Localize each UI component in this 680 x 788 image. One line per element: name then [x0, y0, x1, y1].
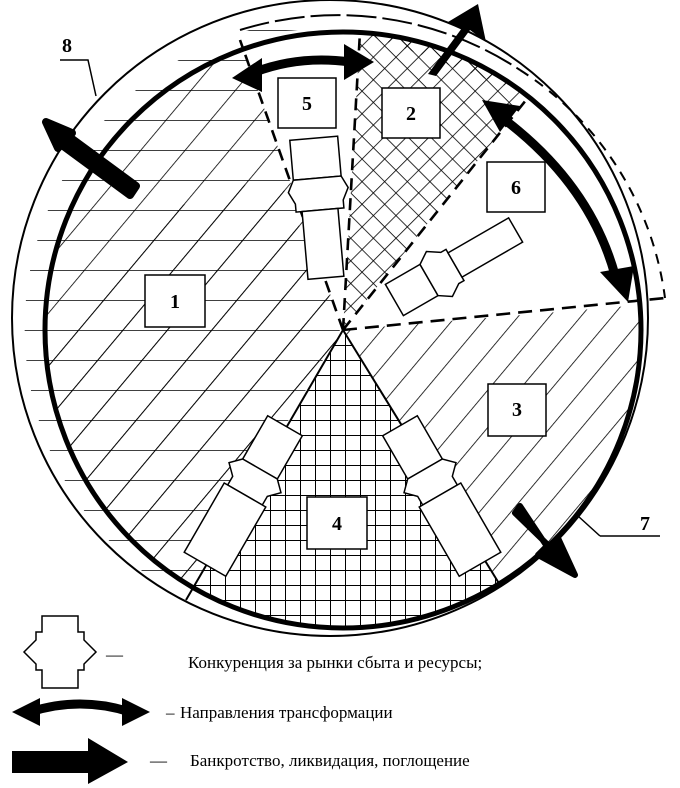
transformation-arrows [232, 44, 634, 302]
zone-label-3: 3 [487, 383, 547, 437]
svg-text:4: 4 [332, 513, 342, 535]
zone-label-2: 2 [381, 87, 441, 139]
zone-label-6: 6 [486, 161, 546, 213]
main-circle [42, 29, 644, 631]
sector-3 [343, 305, 641, 585]
legend-competition-icon [22, 615, 98, 689]
zone-label-5: 5 [277, 77, 337, 129]
legend-transformation-dash: – [165, 703, 175, 722]
competition-symbols [183, 135, 524, 578]
outer-dashed-arc [519, 69, 666, 299]
sector-4 [186, 330, 500, 628]
svg-text:1: 1 [170, 291, 180, 313]
legend-bankruptcy-icon [12, 738, 128, 784]
legend-bankruptcy-dash: — [149, 751, 168, 770]
svg-text:3: 3 [512, 399, 522, 421]
callout-label-7: 7 [640, 513, 650, 535]
svg-text:2: 2 [406, 103, 416, 125]
legend-competition-dash: — [105, 645, 124, 664]
callout-lines [60, 59, 660, 537]
callout-label-8: 8 [62, 35, 72, 57]
legend-competition-text: Конкуренция за рынки сбыта и ресурсы; [188, 653, 482, 672]
zone-label-1: 1 [144, 274, 206, 328]
svg-text:5: 5 [302, 93, 312, 115]
outer-solid-arc [239, 14, 521, 71]
svg-text:6: 6 [511, 177, 521, 199]
legend-transformation-icon [12, 698, 150, 726]
zone-label-4: 4 [306, 496, 368, 550]
bankruptcy-arrows [42, 4, 578, 578]
legend: — Конкуренция за рынки сбыта и ресурсы; … [12, 615, 482, 784]
legend-transformation-text: Направления трансформации [180, 703, 393, 722]
legend-bankruptcy-text: Банкротство, ликвидация, поглощение [190, 751, 470, 770]
